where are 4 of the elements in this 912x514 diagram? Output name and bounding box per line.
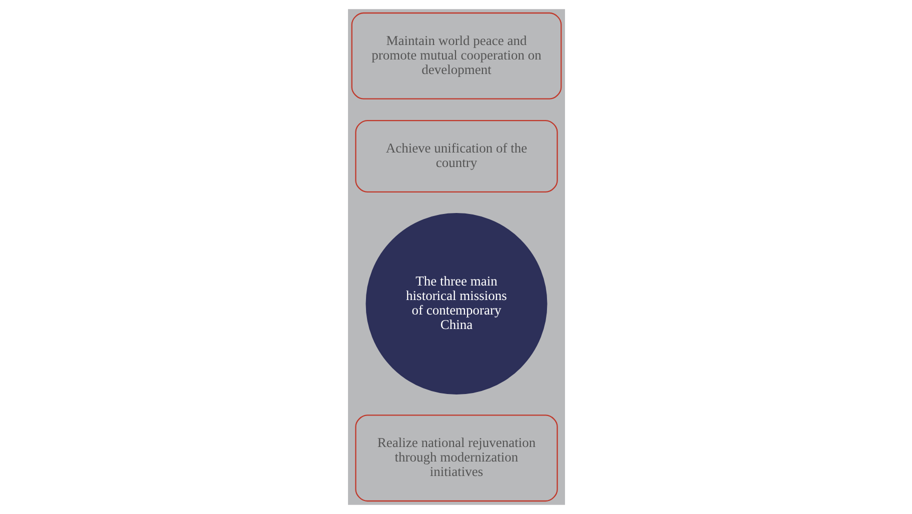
node-box: Maintain world peace and promote mutual cooperation on development xyxy=(350,12,562,100)
node-box: Achieve unification of the country xyxy=(354,120,558,192)
node-circle: The three main historical missions of contemporary China xyxy=(365,213,547,395)
node-box: Realize national rejuvenation through modernization initiatives xyxy=(354,414,558,502)
